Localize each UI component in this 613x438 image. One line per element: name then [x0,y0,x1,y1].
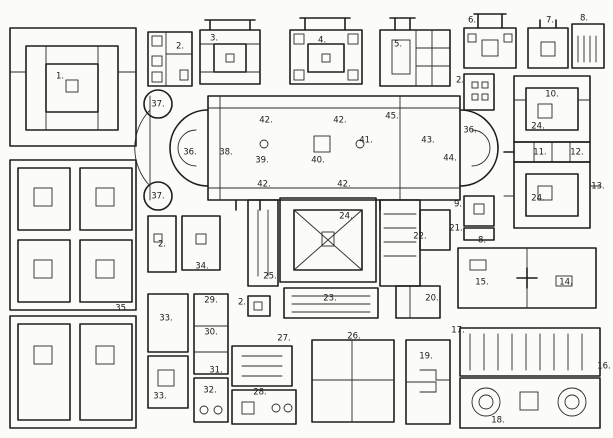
building-10 [513,75,591,143]
label-building-5: 5. [394,40,402,50]
label-building-42-nw: 42. [259,116,273,126]
label-building-12: 12. [570,148,584,158]
label-building-35: 35. [115,304,129,314]
label-building-29: 29. [204,296,218,306]
label-building-23: 23. [323,294,337,304]
label-building-11: 11. [533,148,547,158]
building-2-top [147,31,193,87]
label-building-18: 18. [491,416,505,426]
building-33-row [147,293,189,409]
label-building-42-ne: 42. [333,116,347,126]
label-building-20: 20. [425,294,439,304]
label-building-2-right: 2. [456,76,464,86]
label-building-9: 9. [454,200,462,210]
label-building-4: 4. [318,36,326,46]
building-9 [463,195,495,227]
building-28 [231,389,297,425]
building-24-cloister [279,197,377,283]
building-7 [527,19,569,69]
building-2-west [147,215,177,273]
label-building-2-south: 2. [238,298,246,308]
building-4-top [289,17,363,85]
building-20 [395,285,441,319]
label-building-43: 43. [421,136,435,146]
label-building-39: 39. [255,156,269,166]
label-building-8: 8. [580,14,588,24]
label-building-1: 1. [56,72,64,82]
building-17-16 [459,327,601,377]
building-13 [503,161,601,229]
label-building-42-se: 42. [337,180,351,190]
label-building-6: 6. [468,16,476,26]
label-building-36-east: 36. [463,126,477,136]
building-34 [181,215,221,271]
label-building-40: 40. [311,156,325,166]
building-1 [9,27,137,147]
plan-labels: 1. 2. 3. 4. 5. 6. 7. 8. 2. 10. 11. 12. 1… [56,14,611,426]
label-building-45: 45. [385,112,399,122]
building-25 [247,199,279,287]
label-building-17: 17. [451,326,465,336]
label-building-7: 7. [546,16,554,26]
building-22-21 [379,199,451,287]
label-building-36-west: 36. [183,148,197,158]
label-building-21: 21. [449,224,463,234]
building-32 [193,377,229,423]
label-building-37-north: 37. [151,100,165,110]
building-5 [379,17,451,87]
building-35 [9,159,137,311]
label-building-32: 32. [203,386,217,396]
label-building-26: 26. [347,332,361,342]
building-2-south [247,295,271,317]
label-building-37-south: 37. [151,192,165,202]
label-building-28: 28. [253,388,267,398]
label-building-25: 25. [263,272,277,282]
label-building-19: 19. [419,352,433,362]
label-building-33-lower: 33. [153,392,167,402]
label-building-34: 34. [195,262,209,272]
building-3 [199,19,261,85]
label-building-24-upper: 24. [531,122,545,132]
label-building-2: 2. [176,42,184,52]
label-building-30: 30. [204,328,218,338]
label-building-3: 3. [210,34,218,44]
label-building-15: 15. [475,278,489,288]
building-23 [283,287,379,319]
building-2-right [463,73,495,111]
label-building-2-west: 2. [158,240,166,250]
label-building-22: 22. [413,232,427,242]
building-19 [405,339,451,425]
label-building-44: 44. [443,154,457,164]
building-29-30-31 [193,293,229,375]
label-building-42-sw: 42. [257,180,271,190]
building-37-towers [143,89,173,211]
label-building-24: 24. [339,212,353,222]
label-building-38: 38. [219,148,233,158]
building-14-15 [457,247,597,309]
building-35-lower [9,315,137,429]
label-building-33: 33. [159,314,173,324]
label-building-13: 13. [591,182,605,192]
label-building-14: 14. [559,278,573,288]
label-building-10: 10. [545,90,559,100]
label-building-41: 41. [359,136,373,146]
building-26 [311,339,395,423]
label-building-16: 16. [597,362,611,372]
building-8-right [463,227,495,241]
label-building-31: 31. [209,366,223,376]
building-27 [231,345,293,387]
label-building-27: 27. [277,334,291,344]
label-building-24-lower: 24. [531,194,545,204]
building-8-top [571,23,605,69]
building-18 [459,377,601,429]
building-6 [463,13,517,69]
church [134,95,499,211]
label-building-8-right: 8. [478,236,486,246]
